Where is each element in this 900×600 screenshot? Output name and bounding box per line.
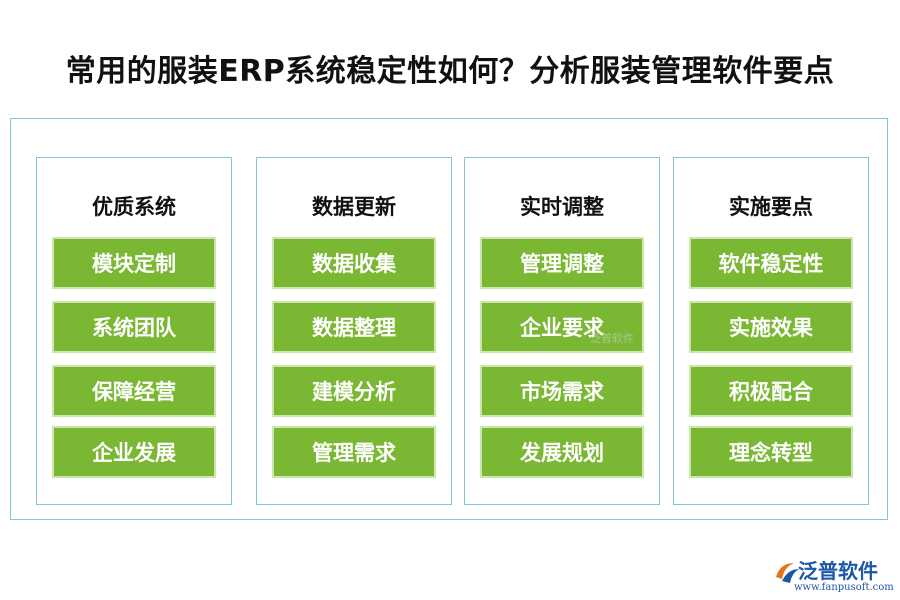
column-3: 实时调整 管理调整 企业要求 市场需求 发展规划	[464, 157, 660, 505]
item-box: 系统团队	[52, 301, 216, 353]
column-2: 数据更新 数据收集 数据整理 建模分析 管理需求	[256, 157, 452, 505]
item-box: 市场需求	[480, 365, 644, 417]
page-title: 常用的服装ERP系统稳定性如何？分析服装管理软件要点	[65, 54, 835, 89]
item-box: 模块定制	[52, 237, 216, 289]
item-box: 建模分析	[272, 365, 436, 417]
item-box: 软件稳定性	[689, 237, 853, 289]
item-box: 积极配合	[689, 365, 853, 417]
column-1: 优质系统 模块定制 系统团队 保障经营 企业发展	[36, 157, 232, 505]
brand-logo: 泛普软件 www.fanpusoft.com	[772, 555, 894, 597]
item-box: 实施效果	[689, 301, 853, 353]
outer-frame	[10, 118, 888, 520]
column-title: 优质系统	[92, 195, 176, 219]
item-box: 理念转型	[689, 426, 853, 478]
item-box: 管理调整	[480, 237, 644, 289]
item-box: 企业要求	[480, 301, 644, 353]
item-box: 管理需求	[272, 426, 436, 478]
column-title: 实施要点	[729, 195, 813, 219]
item-box: 企业发展	[52, 426, 216, 478]
item-box: 发展规划	[480, 426, 644, 478]
logo-name: 泛普软件	[798, 559, 878, 583]
column-4: 实施要点 软件稳定性 实施效果 积极配合 理念转型	[673, 157, 869, 505]
item-box: 数据整理	[272, 301, 436, 353]
watermark: 泛普软件	[590, 332, 634, 345]
logo-url: www.fanpusoft.com	[794, 582, 894, 593]
item-box: 保障经营	[52, 365, 216, 417]
logo-icon	[776, 563, 799, 583]
column-title: 数据更新	[312, 195, 396, 219]
item-box: 数据收集	[272, 237, 436, 289]
column-title: 实时调整	[520, 195, 604, 219]
